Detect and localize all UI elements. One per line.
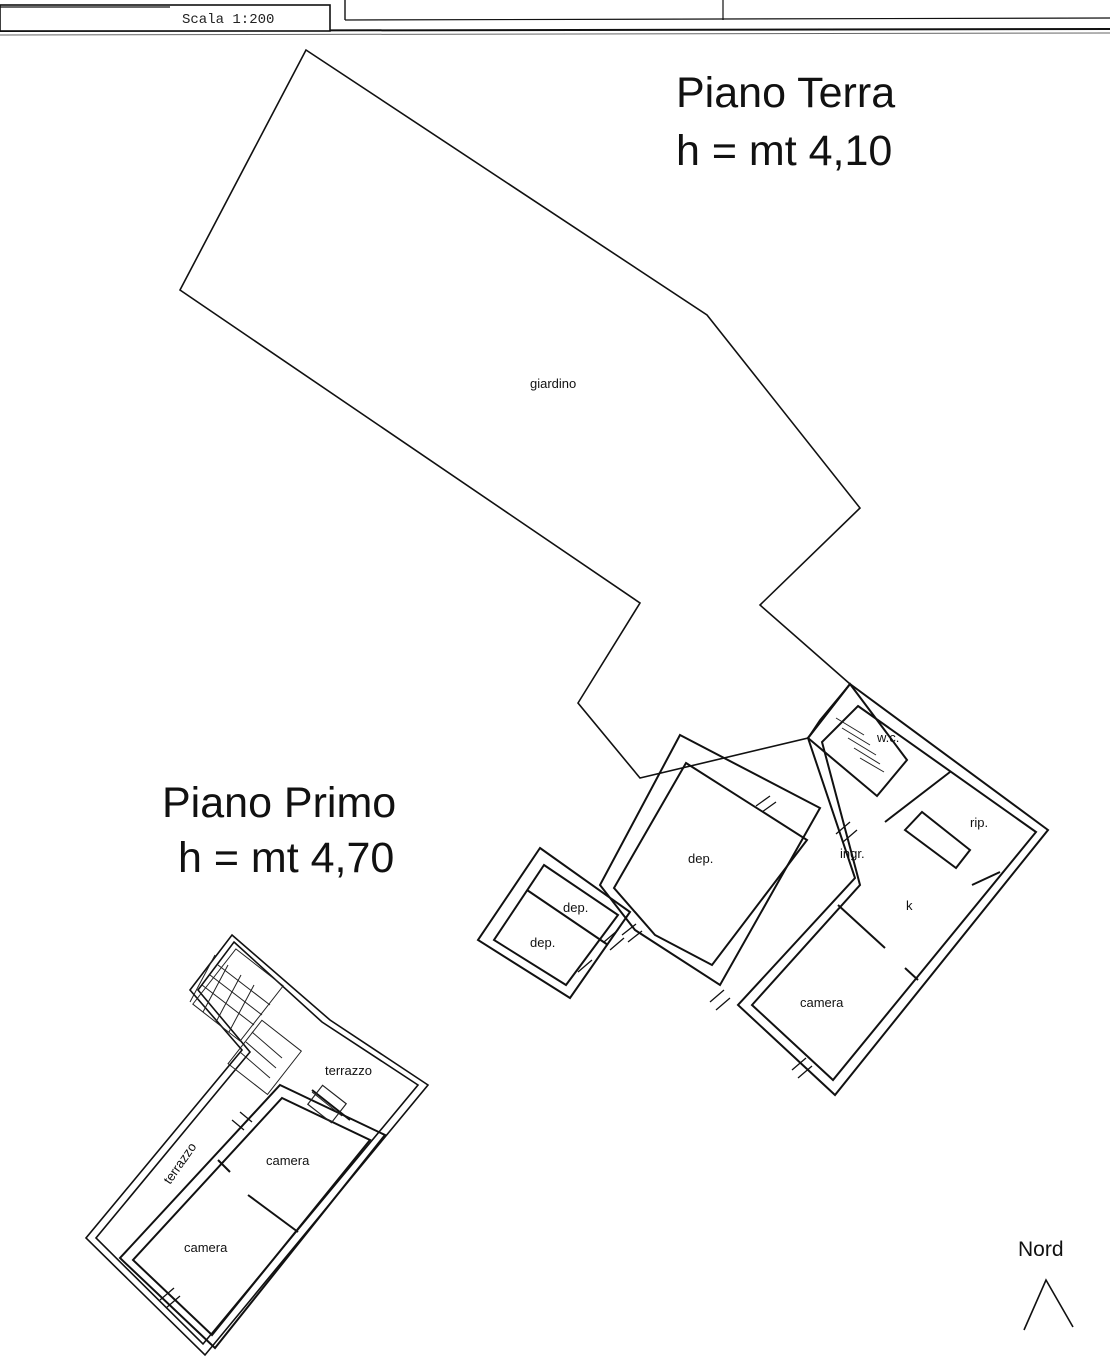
first-floor-building-outer [118,1083,387,1350]
room-label-entrance: ingr. [840,846,865,861]
scale-label: Scala 1:200 [182,12,274,28]
east-wing-inner-wall [750,704,1038,1082]
kitchen-counter [903,810,972,870]
ground-floor-door-marks [577,795,858,1079]
scale-box [0,4,331,32]
room-label-garden: giardino [530,376,576,391]
ground-floor-height: h = mt 4,10 [676,127,892,175]
wall-kitchen-bedroom [837,904,886,949]
first-floor-building-inner [131,1096,372,1337]
first-floor-partition-stub [217,1159,231,1173]
north-arrow-icon [1023,1278,1074,1331]
first-floor-terrace-outer [84,933,430,1357]
room-label-kitchen: k [906,898,913,913]
room-label-storage-small-top: dep. [563,900,588,915]
storage-main-inner-wall [612,761,809,967]
north-arrow: Nord [1018,1238,1074,1331]
wall-closet-kitchen [971,871,1001,886]
title-block: Scala 1:200 [0,0,1110,36]
wc-stair-block [806,682,909,798]
first-floor-plan: terrazzo terrazzo camera camera [84,933,430,1357]
storage-partition [526,889,609,946]
room-label-bedroom-upper: camera [266,1153,310,1168]
first-floor-terrace-inner [94,940,420,1346]
first-floor-height: h = mt 4,70 [178,834,394,882]
first-floor-partition [247,1194,299,1233]
room-label-closet: rip. [970,815,988,830]
first-floor-door-marks [159,1111,253,1309]
room-label-storage-main: dep. [688,851,713,866]
ground-floor-stairs [835,717,885,773]
room-label-bedroom-ground: camera [800,995,844,1010]
first-floor-partition-top [311,1089,351,1121]
east-wing-outer-wall [736,682,1050,1097]
room-label-storage-small-bottom: dep. [530,935,555,950]
room-label-terrace-top: terrazzo [325,1063,372,1078]
wall-wc-closet [884,771,951,823]
storage-small-outer-wall [476,846,632,1000]
wall-kitchen-stub [904,967,919,981]
first-floor-stairs [189,948,303,1096]
chimney-cross [311,1091,343,1117]
first-floor-title: Piano Primo [162,779,396,827]
ground-floor-title: Piano Terra [676,69,895,117]
north-label: Nord [1018,1238,1064,1261]
storage-small-inner-wall [492,863,620,987]
room-label-bedroom-lower: camera [184,1240,228,1255]
room-label-wc: w.c. [876,730,899,745]
storage-main-outer-wall [598,733,822,987]
ground-floor-plan: dep. dep. dep. w.c. rip. ingr. k camera [476,682,1050,1097]
